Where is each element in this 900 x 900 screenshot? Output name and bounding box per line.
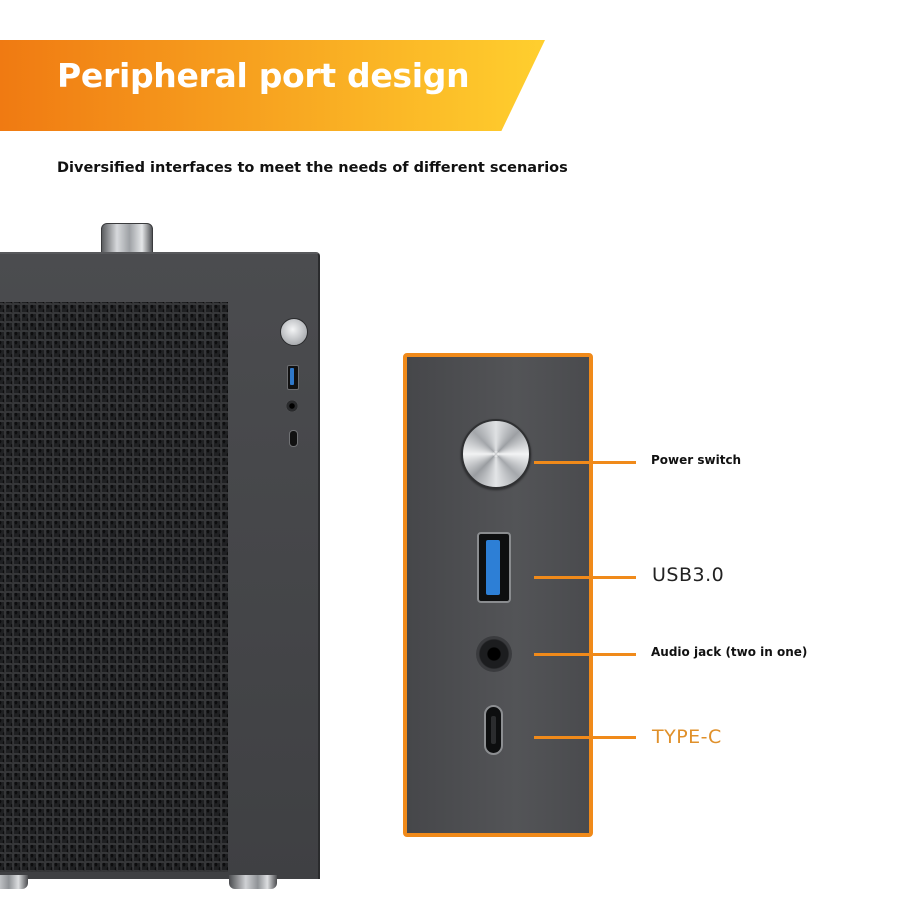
callout-label-audio-jack: Audio jack (two in one) xyxy=(651,645,808,659)
audio-jack-leader xyxy=(534,653,636,656)
page-subtitle: Diversified interfaces to meet the needs… xyxy=(57,160,568,176)
title-banner xyxy=(0,40,545,131)
typec-port-icon xyxy=(484,705,503,755)
callout-label-power-switch: Power switch xyxy=(651,453,742,467)
case-foot-left xyxy=(0,875,28,889)
audio-jack-icon xyxy=(476,636,512,672)
case-audio-jack-icon xyxy=(286,400,298,412)
case-body xyxy=(0,252,320,879)
case-foot-right xyxy=(229,875,277,889)
power-switch-icon xyxy=(461,419,531,489)
case-usb-port-icon xyxy=(287,365,299,390)
typec-port-tongue xyxy=(491,716,496,744)
usb3-port-tongue xyxy=(486,540,500,595)
case-mesh-panel xyxy=(0,302,228,872)
callout-label-usb3: USB3.0 xyxy=(652,564,725,586)
callout-label-typec: TYPE-C xyxy=(652,726,722,748)
case-power-button-icon xyxy=(280,318,308,346)
usb3-port-icon xyxy=(477,532,511,603)
power-switch-leader xyxy=(534,461,636,464)
page-title: Peripheral port design xyxy=(57,56,470,95)
typec-leader xyxy=(534,736,636,739)
case-typec-port-icon xyxy=(289,430,298,447)
usb3-leader xyxy=(534,576,636,579)
